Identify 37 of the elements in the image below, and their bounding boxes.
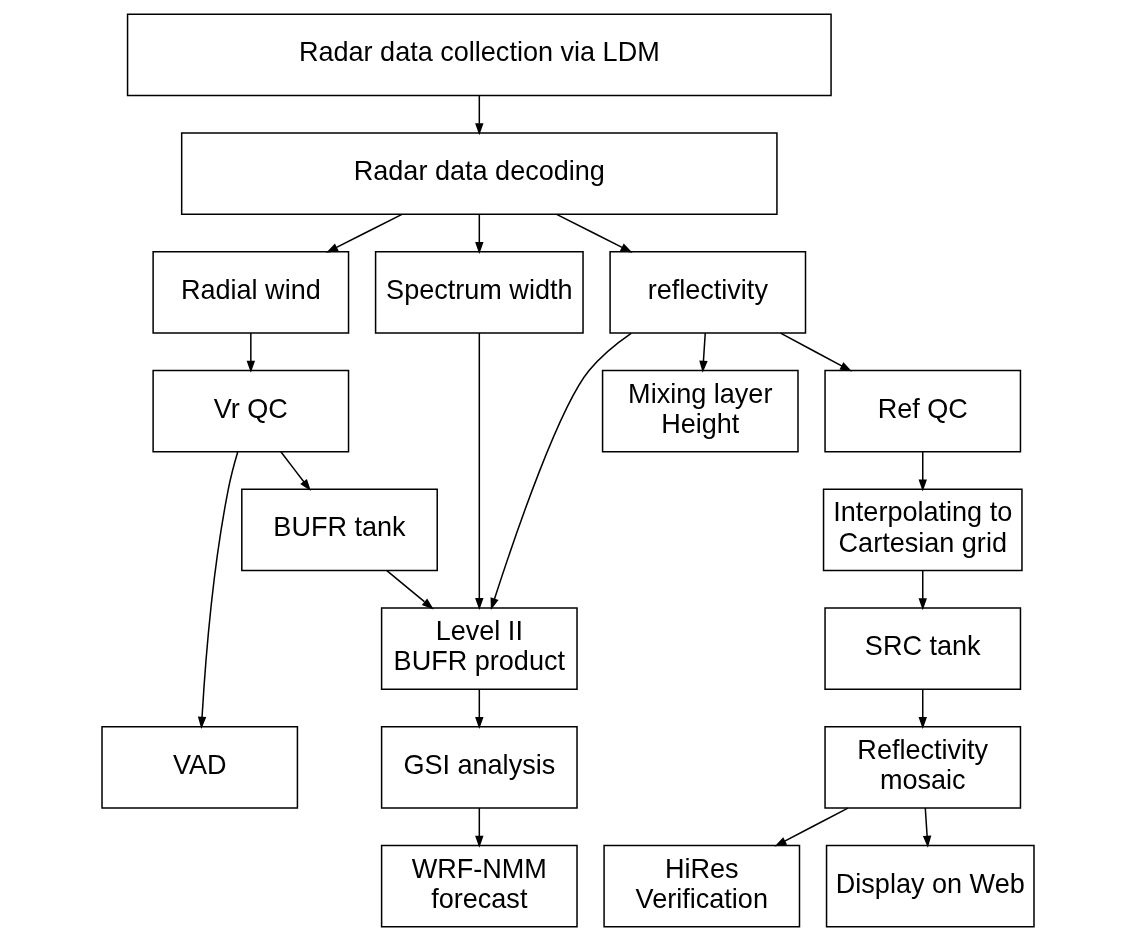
- node-box: WRF-NMM forecast: [380, 844, 578, 928]
- node-box: Radar data decoding: [180, 132, 778, 215]
- arrow: [918, 451, 927, 492]
- arrow: [385, 569, 434, 610]
- node-box: Interpolating to Cartesian grid: [822, 488, 1023, 572]
- node-box: VAD: [100, 726, 298, 809]
- arrow: [490, 332, 632, 611]
- node-box: Ref QC: [823, 369, 1021, 453]
- arrow: [774, 807, 849, 847]
- node-box: reflectivity: [608, 251, 806, 334]
- node-box: BUFR tank: [240, 488, 438, 572]
- arrow: [325, 213, 403, 253]
- node-box: Mixing layer Height: [601, 369, 799, 453]
- arrow: [197, 451, 238, 729]
- arrow: [918, 569, 927, 611]
- node-box: Spectrum width: [374, 251, 584, 334]
- arrow: [922, 807, 931, 848]
- arrow: [474, 94, 484, 136]
- arrow: [698, 332, 708, 373]
- arrow: [474, 688, 484, 729]
- arrow: [279, 451, 311, 492]
- node-box: SRC tank: [823, 607, 1021, 690]
- arrow: [779, 332, 852, 372]
- node-box: Level II BUFR product: [380, 607, 578, 690]
- node-box: Radial wind: [151, 251, 349, 334]
- arrow: [246, 332, 255, 373]
- node-box: Display on Web: [825, 844, 1035, 928]
- node-box: Vr QC: [151, 369, 349, 453]
- node-box: Reflectivity mosaic: [823, 726, 1021, 809]
- node-box: HiRes Verification: [602, 844, 800, 928]
- arrow: [474, 213, 484, 254]
- node-box: Radar data collection via LDM: [126, 13, 832, 97]
- arrow: [474, 807, 484, 848]
- arrow: [918, 688, 927, 729]
- arrow: [474, 332, 484, 611]
- arrow: [555, 213, 633, 253]
- node-box: GSI analysis: [380, 726, 578, 809]
